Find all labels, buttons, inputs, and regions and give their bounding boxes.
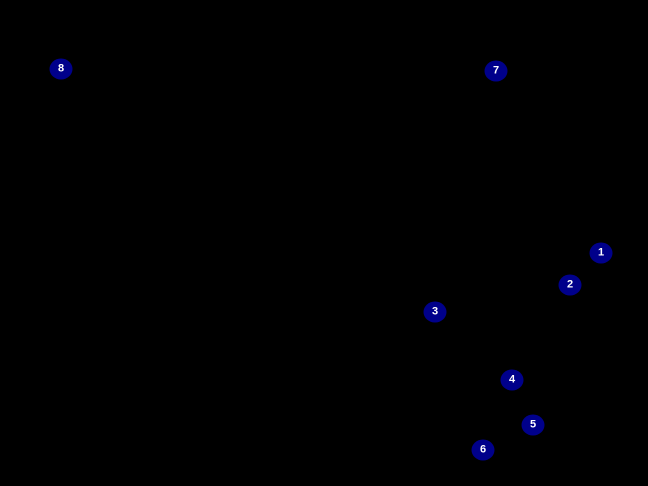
- numbered-mark-5[interactable]: 5: [521, 414, 545, 436]
- numbered-mark-8[interactable]: 8: [49, 58, 73, 80]
- numbered-mark-6[interactable]: 6: [471, 439, 495, 461]
- numbered-mark-2[interactable]: 2: [558, 274, 582, 296]
- numbered-mark-4[interactable]: 4: [500, 369, 524, 391]
- numbered-mark-7[interactable]: 7: [484, 60, 508, 82]
- numbered-mark-3[interactable]: 3: [423, 301, 447, 323]
- numbered-mark-1[interactable]: 1: [589, 242, 613, 264]
